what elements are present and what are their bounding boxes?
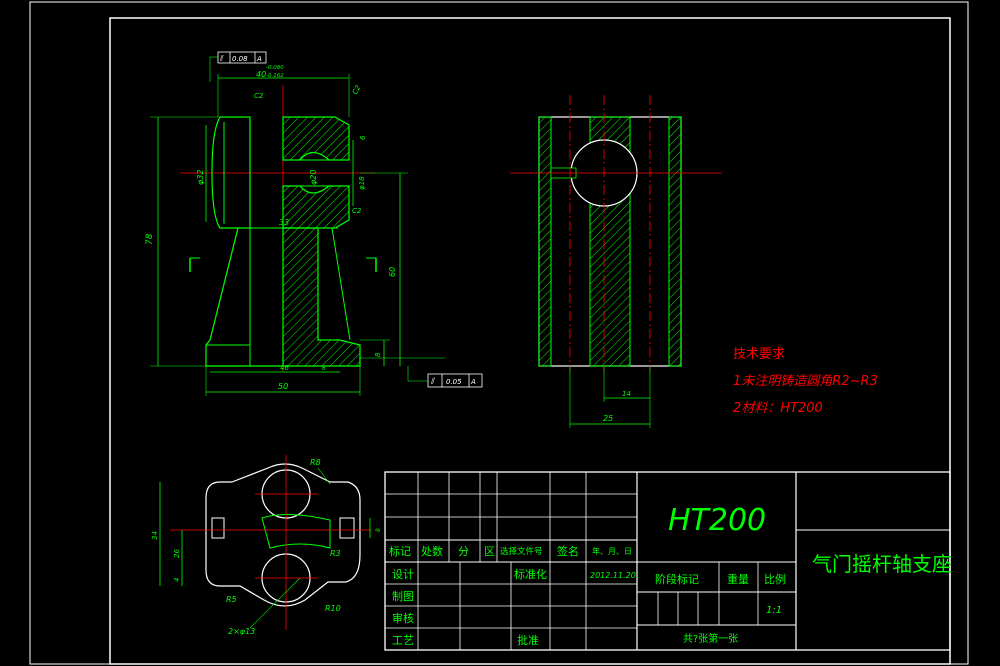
dim-4: 4 (173, 578, 181, 582)
dim-phi32: φ32 (196, 170, 205, 185)
dim-8: 8 (374, 352, 382, 357)
dim-25: 25 (603, 414, 613, 423)
dim-60: 60 (388, 267, 397, 277)
tb-date: 2012.11.20 (590, 571, 636, 580)
tb-biaoji: 标记 (389, 544, 411, 558)
dim-c2-bottom: C2 (352, 207, 362, 215)
tolerance-frame-top: ⫽ 0.08 A (209, 51, 267, 82)
dim-50: 50 (278, 382, 288, 391)
dim-40: 40 (256, 70, 266, 79)
tb-sheets: 共?张第一张 (683, 632, 738, 645)
svg-text:A: A (470, 378, 476, 386)
dim-c2-right: C2 (351, 83, 363, 96)
tb-qu: 区 (484, 545, 495, 558)
top-view: 34 26 4 8 R8 R3 R5 R10 2×φ13 (151, 455, 382, 636)
dim-phi18: φ18 (358, 176, 366, 190)
middle-hatch-section (282, 185, 350, 229)
tb-nianyueri: 年、月、日 (592, 546, 632, 556)
front-view: 78 φ32 φ20 φ18 6 33 40 -0.080 -0.162 ⫽ 0… (145, 51, 483, 396)
dim-6-right: 6 (359, 135, 367, 140)
technical-notes: 技术要求 1未注明铸造圆角R2~R3 2材料：HT200 (733, 347, 878, 416)
tb-shenhe: 审核 (392, 611, 414, 625)
tb-part-name: 气门摇杆轴支座 (812, 552, 952, 576)
tb-fen: 分 (458, 545, 469, 558)
dim-r3: R3 (330, 549, 341, 558)
title-block: 标记 处数 分 区 选择文件号 签名 年、月、日 设计 标准化 2012.11.… (384, 471, 952, 651)
inner-frame (109, 17, 951, 665)
dim-33: 33 (279, 218, 289, 227)
tb-stage: 阶段标记 (655, 572, 699, 586)
dim-78: 78 (145, 233, 155, 245)
dim-40-lower-deviation: -0.162 (266, 73, 284, 79)
dim-2x-phi13: 2×φ13 (228, 627, 255, 636)
notes-heading: 技术要求 (733, 347, 785, 362)
side-view: 14 25 (510, 95, 722, 428)
dim-46: 46 (280, 364, 289, 372)
tb-material: HT200 (668, 503, 766, 538)
tb-scale-label: 比例 (764, 572, 786, 586)
lower-hatch-section (282, 227, 361, 367)
tb-sheji: 设计 (392, 568, 414, 581)
tb-weight: 重量 (727, 572, 749, 586)
tb-qianming: 签名 (557, 544, 579, 558)
tb-zhitu: 制图 (392, 590, 414, 603)
dim-c2-top: C2 (254, 92, 264, 100)
dim-r10: R10 (325, 604, 341, 613)
dim-r5: R5 (226, 595, 237, 604)
dim-2x6: 6 (322, 365, 326, 372)
dim-40-upper-deviation: -0.080 (266, 65, 284, 71)
dim-34: 34 (151, 531, 159, 540)
dim-phi20: φ20 (309, 170, 318, 185)
dim-r8: R8 (310, 458, 321, 467)
dim-14: 14 (622, 390, 631, 398)
tb-biaozhunhua: 标准化 (514, 567, 547, 581)
left-hub (211, 116, 251, 229)
tb-wenjian: 选择文件号 (500, 546, 543, 557)
tb-scale-value: 1:1 (766, 605, 782, 616)
tb-gongyi: 工艺 (392, 634, 414, 647)
svg-text:A: A (256, 55, 262, 63)
svg-text:0.05: 0.05 (446, 378, 462, 386)
notes-line-2: 2材料：HT200 (733, 401, 823, 416)
tb-chushu: 处数 (421, 545, 443, 558)
notes-line-1: 1未注明铸造圆角R2~R3 (733, 374, 878, 389)
svg-text:0.08: 0.08 (232, 55, 248, 63)
upper-hatch-section (282, 116, 350, 161)
dim-26: 26 (173, 549, 181, 558)
tb-pizhun: 批准 (517, 633, 539, 647)
top-outline (205, 463, 361, 607)
tolerance-frame-bottom: ⫽ 0.05 A (407, 366, 483, 388)
dim-8-top: 8 (375, 528, 382, 532)
svg-text:⫽: ⫽ (430, 377, 435, 387)
svg-text:⫽: ⫽ (219, 54, 224, 63)
